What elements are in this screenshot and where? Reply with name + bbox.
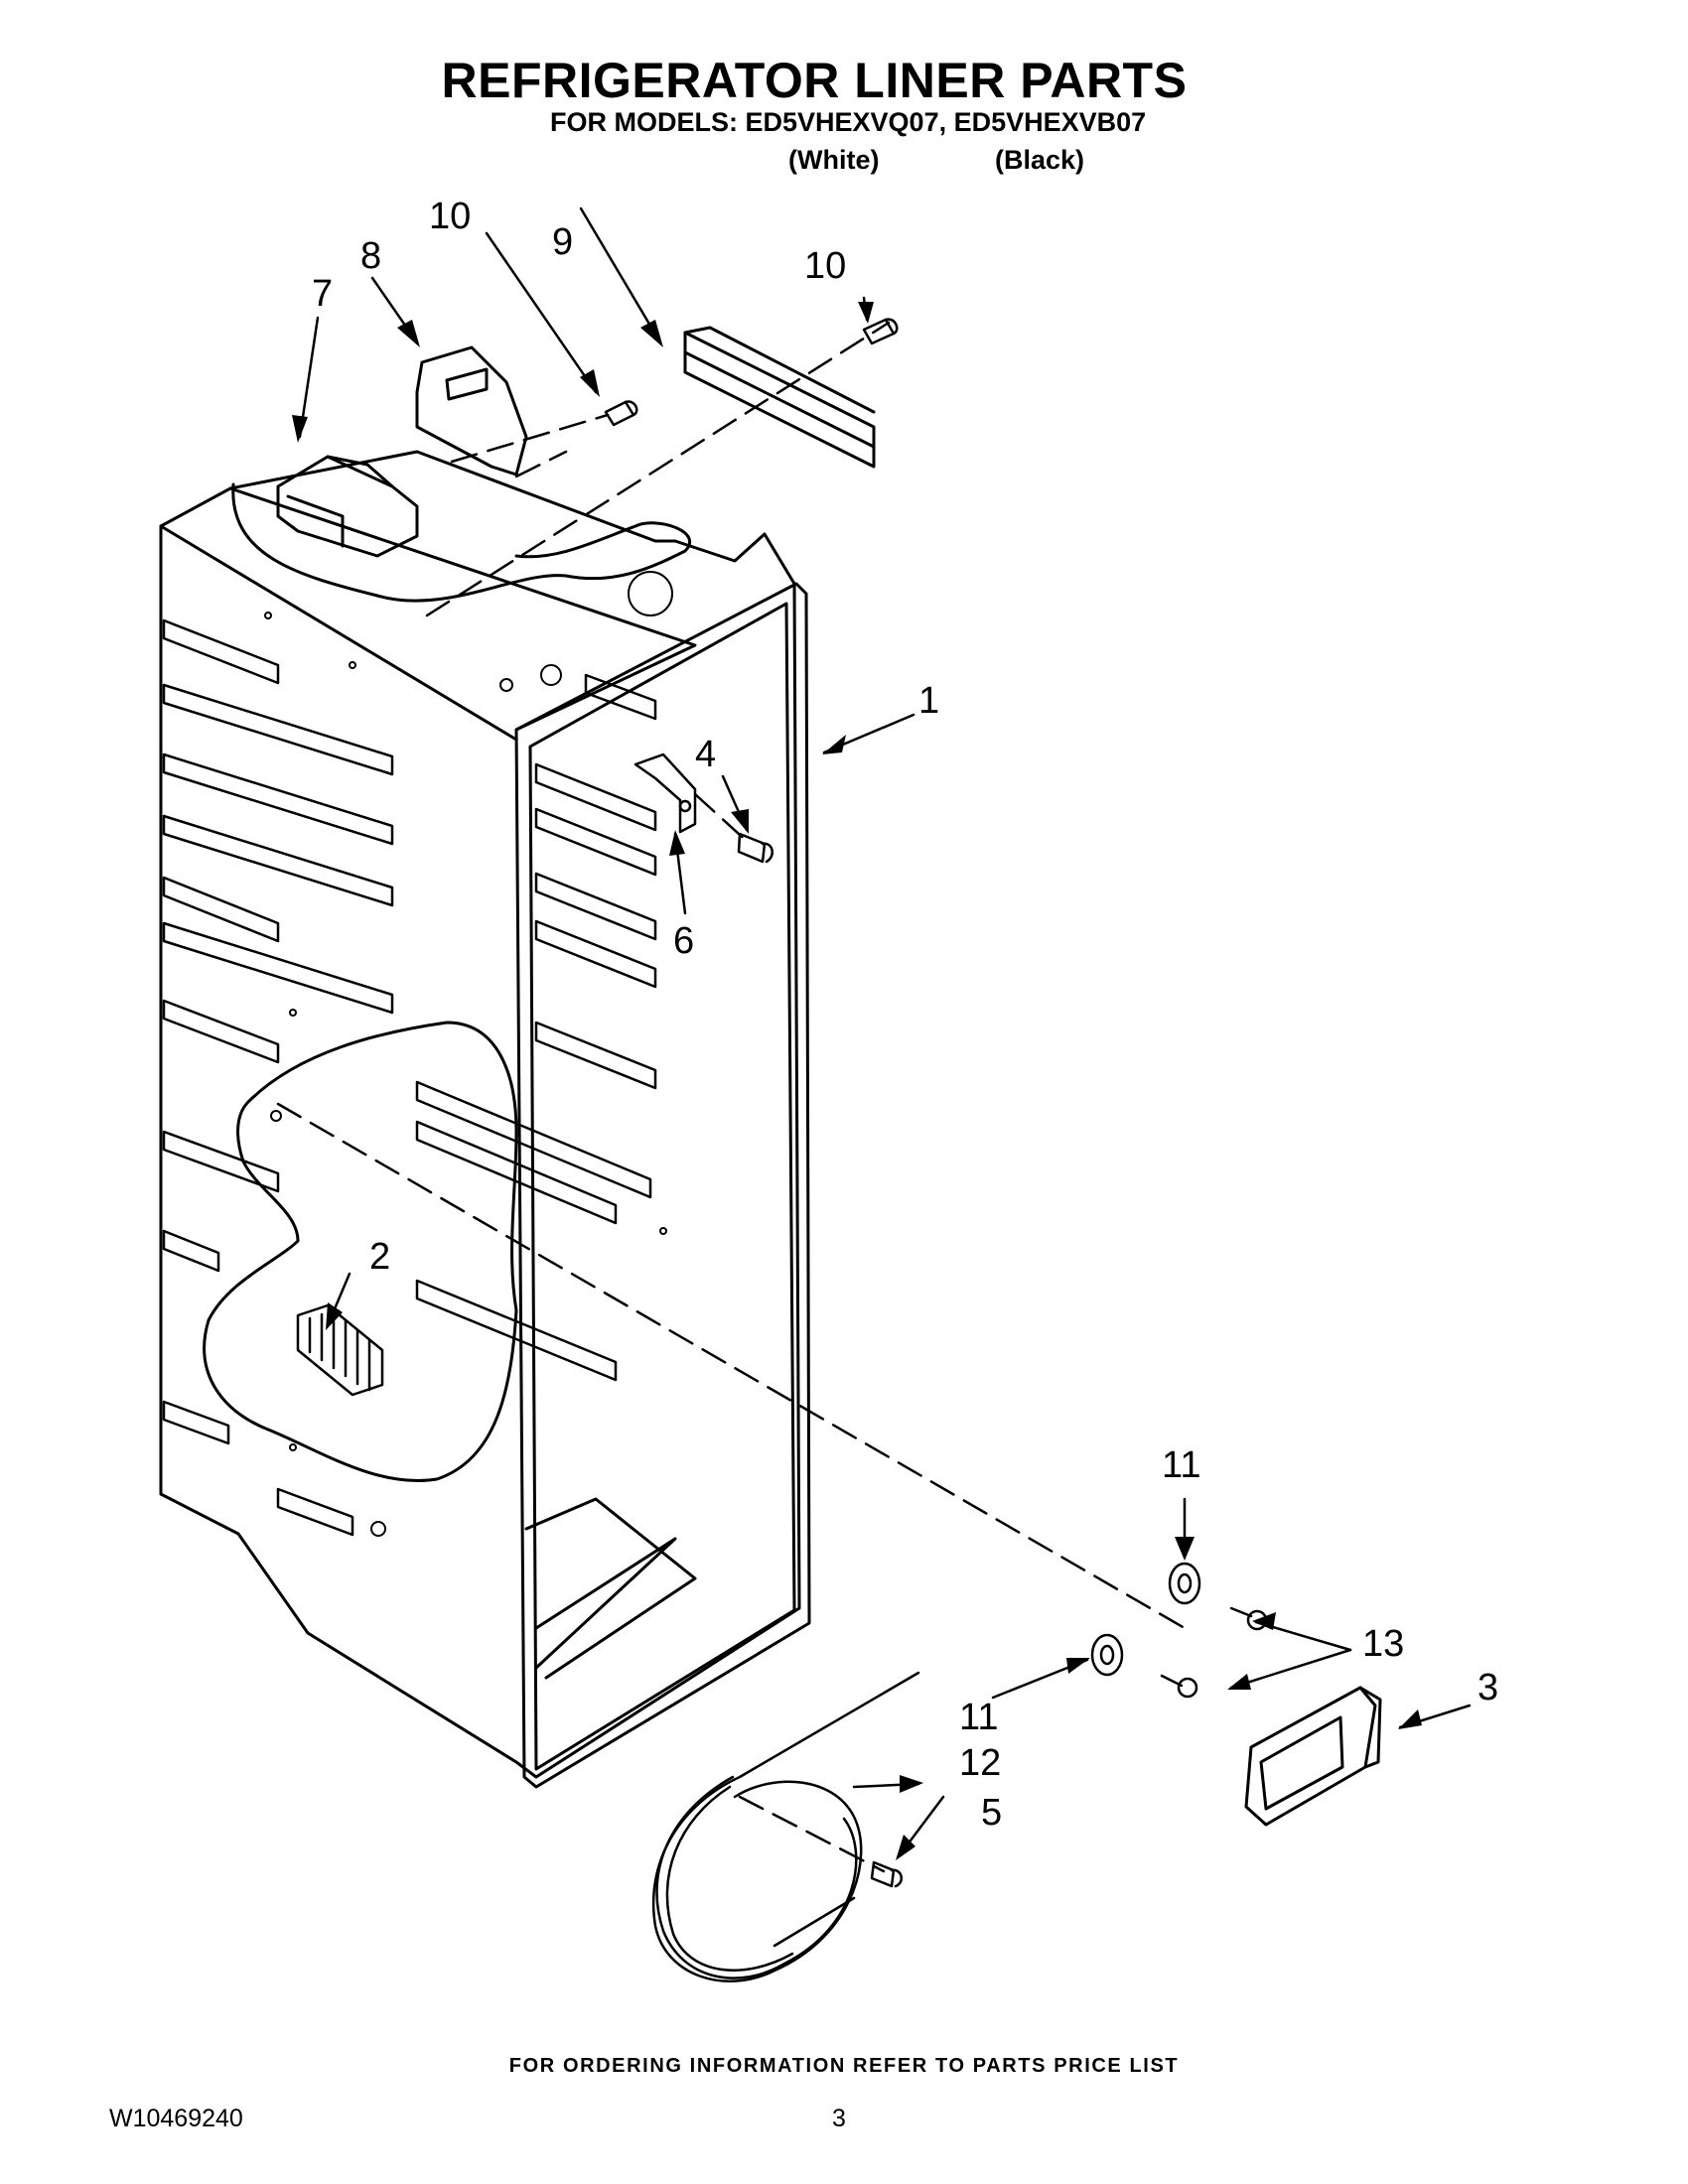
rail-part-9 <box>683 326 876 469</box>
cutaway-outline-bottom <box>203 1021 518 1482</box>
cutaway-outline-top <box>231 482 692 603</box>
callout-numbers: 1 2 3 4 5 6 7 8 9 10 10 11 11 12 13 <box>312 196 1498 1834</box>
shelf-ledges-right <box>415 673 657 1382</box>
screw-part-10b <box>862 318 899 345</box>
tubing-part-12 <box>651 1671 920 1983</box>
plug-part-11b <box>1090 1633 1124 1677</box>
callout-1: 1 <box>918 680 939 722</box>
vent-grille-part-2 <box>296 1303 384 1397</box>
callout-10b: 10 <box>804 245 846 287</box>
housing-part-7 <box>276 455 419 558</box>
leader-arrowheads <box>292 302 1422 1860</box>
assembly-lines <box>276 321 1187 1873</box>
callout-4: 4 <box>695 734 716 775</box>
callout-12: 12 <box>959 1742 1001 1784</box>
document-number: W10469240 <box>109 2105 243 2132</box>
callout-3: 3 <box>1477 1667 1498 1708</box>
callout-10a: 10 <box>429 196 471 237</box>
liner-part-1 <box>159 450 811 1789</box>
callout-13: 13 <box>1362 1623 1404 1665</box>
models-line: FOR MODELS: ED5VHEXVQ07, ED5VHEXVB07 <box>550 107 1147 137</box>
bracket-part-6 <box>633 752 697 834</box>
callout-11b: 11 <box>959 1697 998 1738</box>
callout-11a: 11 <box>1162 1444 1200 1486</box>
liner-holes <box>264 571 673 1537</box>
page-title: REFRIGERATOR LINER PARTS <box>441 53 1188 108</box>
bracket-part-8 <box>415 345 528 477</box>
callout-5: 5 <box>981 1792 1002 1834</box>
variant-white: (White) <box>788 145 880 175</box>
screw-part-13b <box>1160 1674 1198 1699</box>
ordering-note: FOR ORDERING INFORMATION REFER TO PARTS … <box>508 2055 1180 2077</box>
callout-8: 8 <box>360 235 381 277</box>
shelf-ledges-left <box>162 618 394 1537</box>
trim-part-3 <box>1244 1686 1382 1827</box>
callout-9: 9 <box>552 221 573 263</box>
screw-part-10a <box>604 400 638 427</box>
page-number: 3 <box>832 2105 846 2132</box>
plug-part-11a <box>1168 1562 1201 1605</box>
variant-black: (Black) <box>995 145 1085 175</box>
screw-part-5 <box>870 1860 904 1888</box>
callout-2: 2 <box>369 1236 390 1278</box>
callout-7: 7 <box>312 273 333 315</box>
callout-6: 6 <box>673 920 694 962</box>
screw-part-4 <box>737 832 774 864</box>
